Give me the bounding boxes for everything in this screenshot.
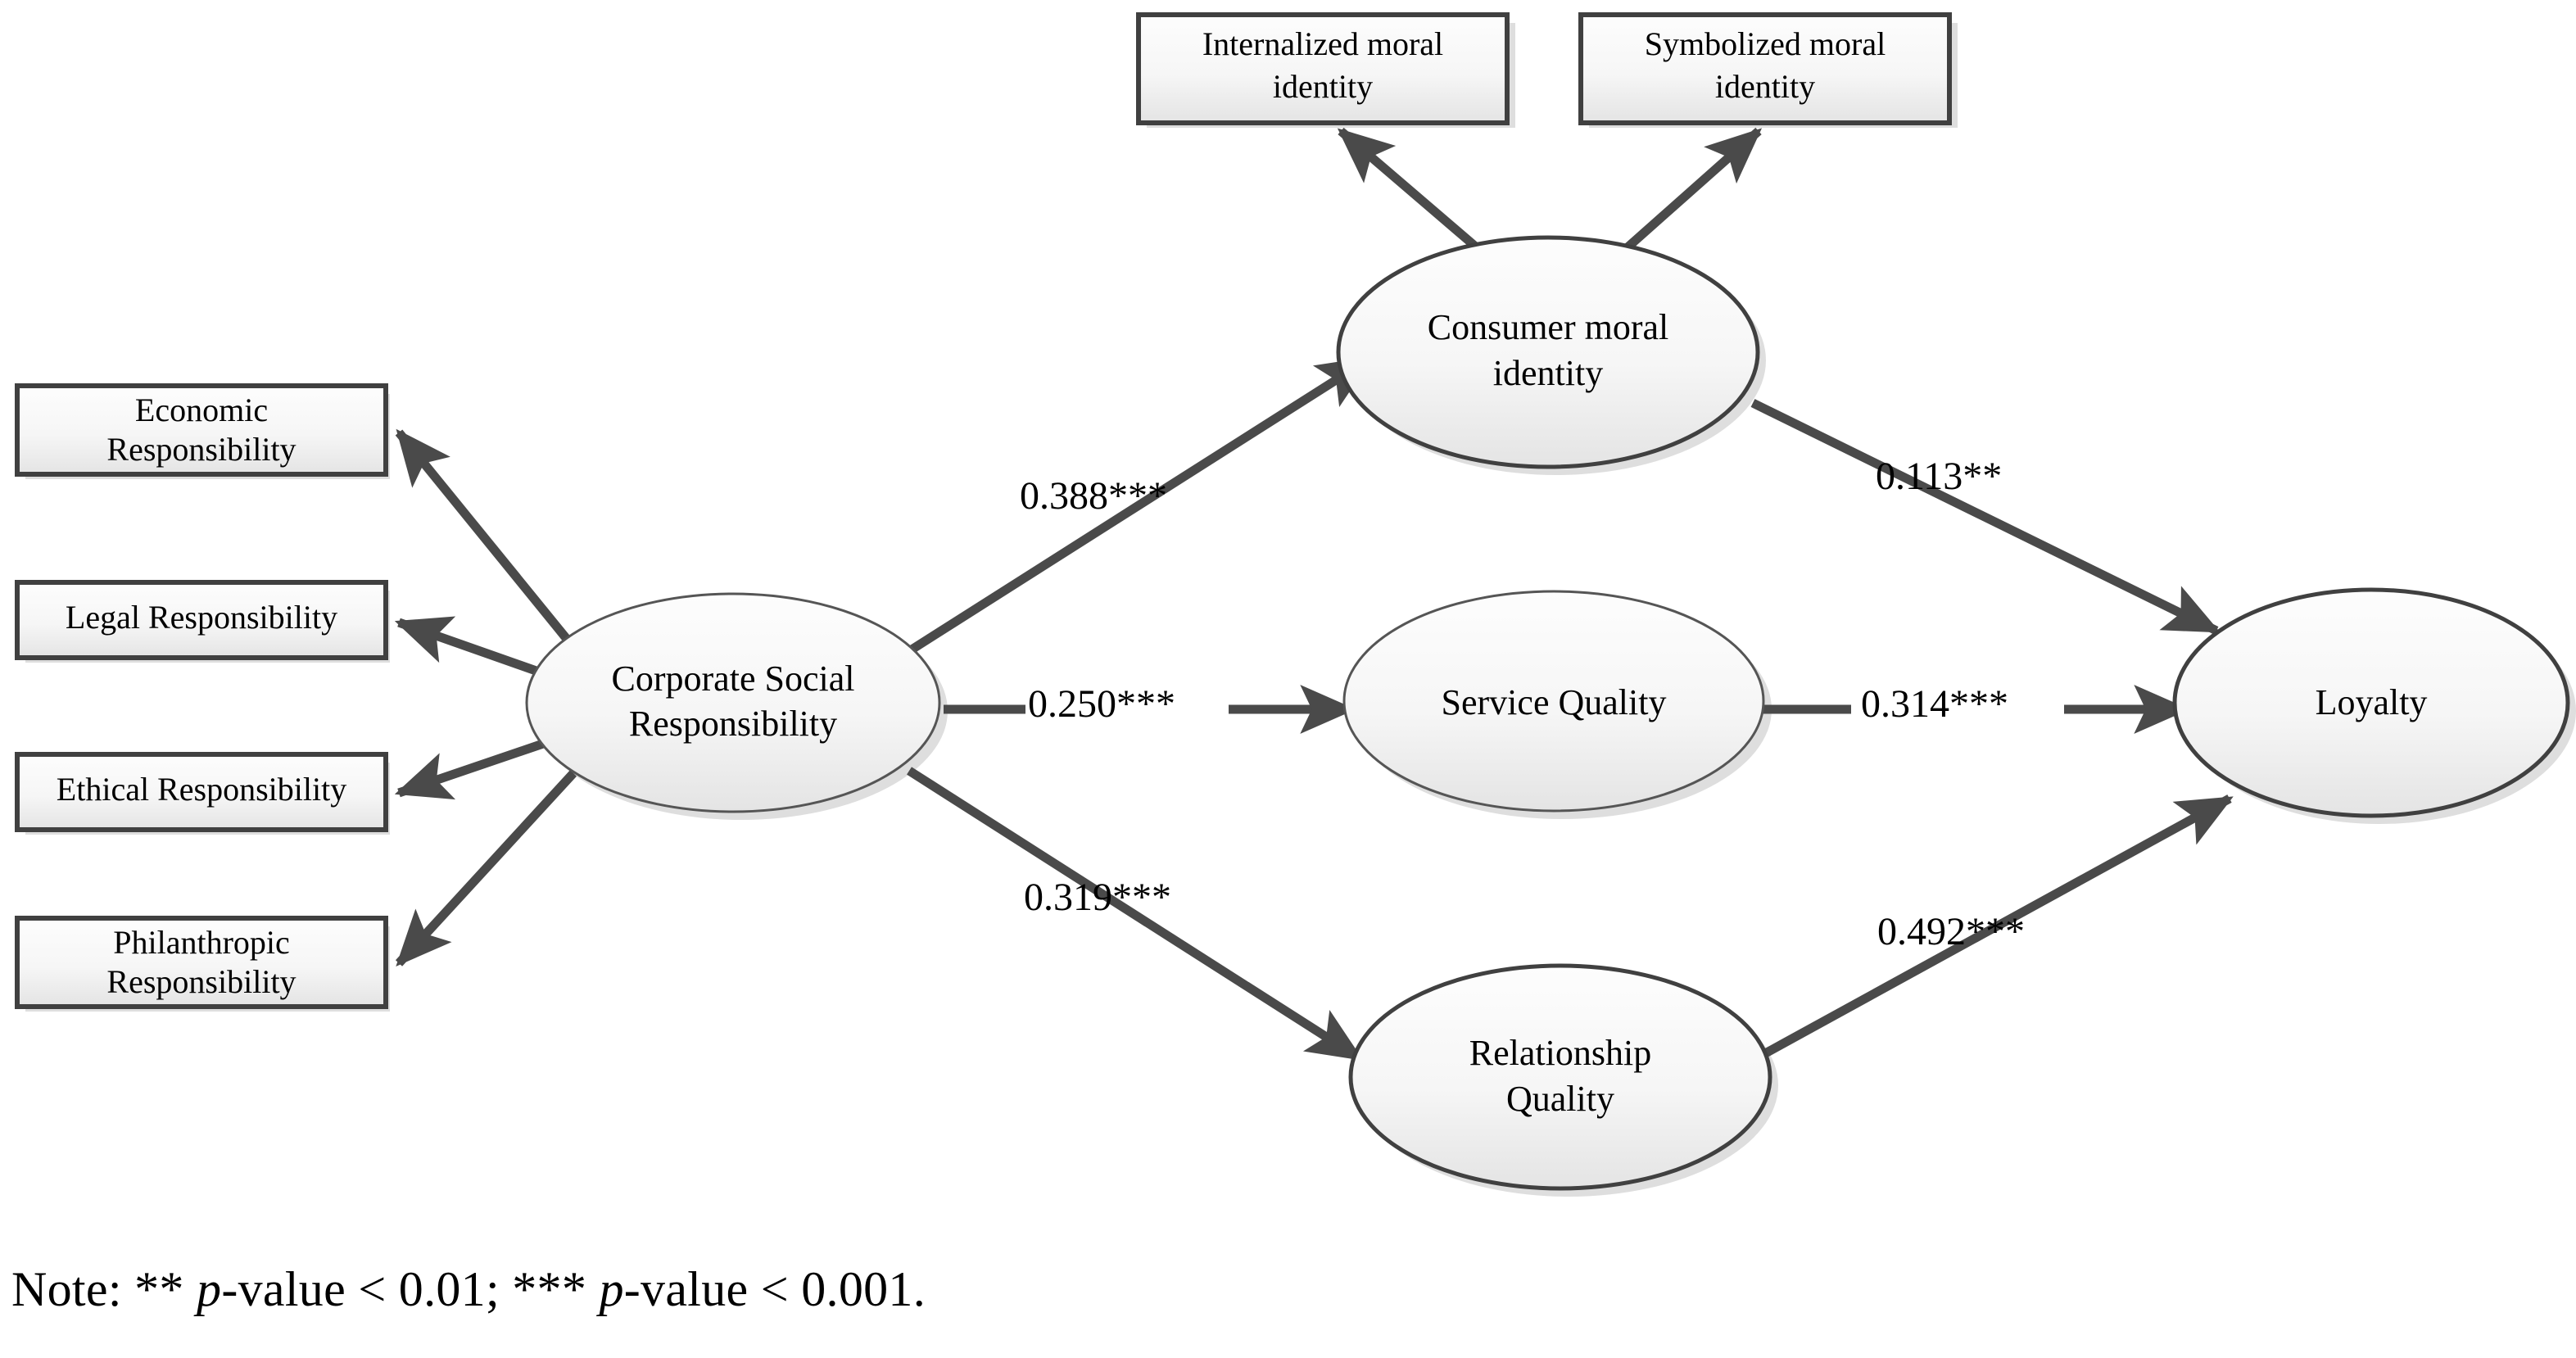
moral-label-internalized-line2: identity [1273,68,1373,105]
coefficient-csr-to-relationship-quality: 0.319*** [1024,876,1171,919]
indicator-label-ethical-line1: Ethical Responsibility [57,771,346,808]
construct-label-rq-line2: Quality [1506,1079,1614,1119]
arrow-csr-to-ethical [394,739,545,800]
construct-label-csr-line1: Corporate Social [612,659,855,699]
construct-label-cmi-line2: identity [1493,353,1603,393]
indicator-label-philanthropic-line2: Responsibility [106,963,296,1000]
arrow-csr-to-cmi [907,355,1374,655]
indicator-boxes [15,383,388,1009]
note-suffix: -value < 0.001. [623,1262,926,1316]
coefficient-csr-to-service-quality: 0.250*** [1028,682,1175,726]
indicator-box-legal[interactable] [15,580,388,660]
moral-label-symbolized-line1: Symbolized moral [1645,25,1886,62]
measurement-arrows [394,428,577,967]
construct-ellipse-consumer-moral-identity[interactable] [1336,235,1760,469]
construct-ellipse-labels: Corporate Social Responsibility Consumer… [612,307,2428,1119]
coefficient-relationship-quality-to-loyalty: 0.492*** [1877,910,2025,953]
arrow-rq-to-loy [1757,794,2234,1061]
arrow-csr-to-philanthropic [395,770,577,967]
note-italic-p-1: p [197,1262,222,1316]
path-coefficient-labels: 0.388*** 0.250*** 0.319*** 0.113** 0.314… [1020,455,2025,953]
coefficient-service-quality-to-loyalty: 0.314*** [1861,682,2008,726]
moral-identity-box-labels: Internalized moral identity Symbolized m… [1202,25,1886,105]
figure-note: Note: ** p-value < 0.01; *** p-value < 0… [11,1261,926,1318]
coefficient-csr-to-cmi: 0.388*** [1020,474,1167,518]
construct-label-loyalty: Loyalty [2316,682,2428,722]
construct-label-csr-line2: Responsibility [629,704,837,744]
indicator-label-philanthropic-line1: Philanthropic [113,924,290,961]
construct-ellipse-loyalty[interactable] [2172,587,2570,818]
indicator-label-economic-line1: Economic [135,392,268,428]
moral-box-symbolized[interactable] [1578,12,1952,125]
note-italic-p-2: p [599,1262,624,1316]
indicator-box-labels: Economic Responsibility Legal Responsibi… [57,392,346,1000]
moral-label-symbolized-line2: identity [1715,68,1815,105]
arrow-csr-to-legal [394,616,545,678]
note-prefix: Note: ** [11,1262,197,1316]
construct-ellipse-service-quality[interactable] [1342,590,1765,813]
arrow-cmi-to-internalized [1337,127,1487,258]
moral-measurement-arrows [1337,127,1763,258]
indicator-box-ethical[interactable] [15,752,388,832]
moral-label-internalized-line1: Internalized moral [1202,25,1443,62]
construct-label-cmi-line1: Consumer moral [1428,307,1669,347]
arrow-cmi-to-symbolized [1617,127,1763,258]
indicator-box-philanthropic[interactable] [15,916,388,1009]
construct-ellipse-relationship-quality[interactable] [1348,963,1772,1191]
indicator-label-economic-line2: Responsibility [106,431,296,468]
structural-arrows [907,355,2234,1062]
arrow-cmi-to-loy [1750,399,2221,635]
arrow-csr-to-rq [907,767,1364,1062]
indicator-box-economic[interactable] [15,383,388,477]
coefficient-cmi-to-loyalty: 0.113** [1876,455,2002,498]
construct-ellipse-csr[interactable] [525,592,941,813]
construct-label-rq-line1: Relationship [1469,1033,1651,1073]
moral-box-internalized[interactable] [1136,12,1510,125]
indicator-label-legal-line1: Legal Responsibility [66,599,337,636]
construct-ellipses [525,235,2570,1191]
construct-label-service-quality: Service Quality [1442,682,1667,722]
note-mid: -value < 0.01; *** [221,1262,600,1316]
arrow-csr-to-economic [395,428,577,650]
moral-identity-boxes [1136,12,1952,125]
